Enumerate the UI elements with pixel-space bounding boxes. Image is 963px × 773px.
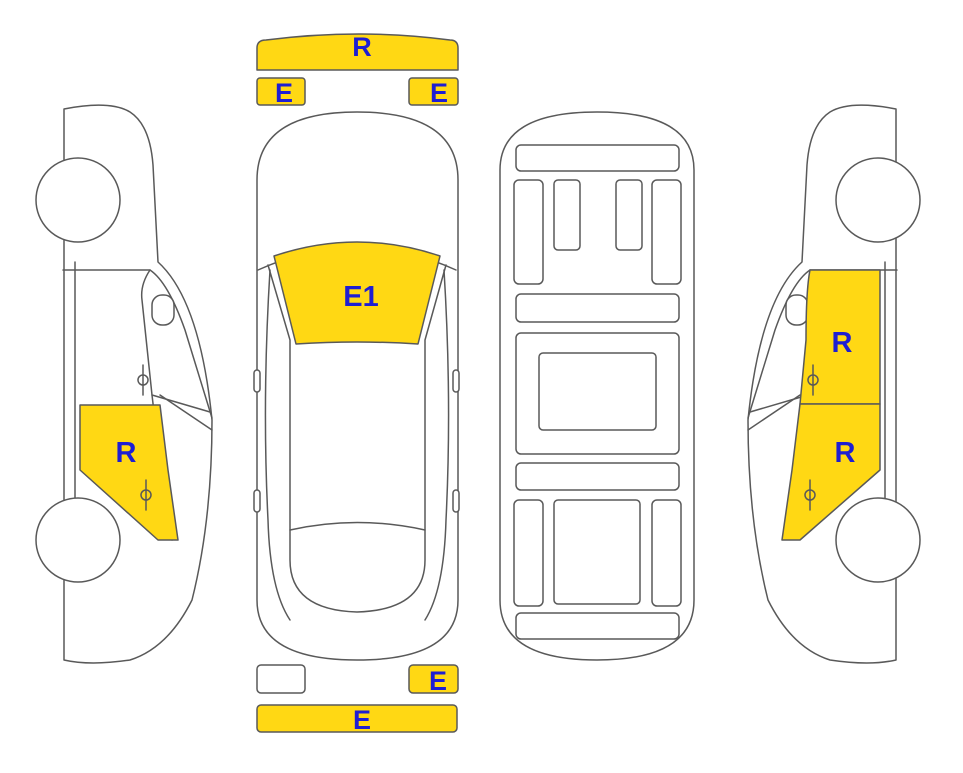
left-side-cabin-line <box>62 269 213 419</box>
floor-right-rear-strip <box>651 499 682 607</box>
right-rear-door-panel <box>781 403 881 541</box>
right-side-pillar <box>747 394 801 431</box>
left-rear-wheel <box>35 497 121 583</box>
floor-rear-panel <box>515 612 680 640</box>
left-side-mirror <box>151 294 175 326</box>
top-view: R E E E1 E E <box>253 32 460 735</box>
floor-rear-seat <box>553 499 641 605</box>
floor-front-panel <box>515 144 680 172</box>
left-side-pillar <box>159 394 213 431</box>
floor-mid-bar <box>515 293 680 323</box>
floor-right-front-strip <box>651 179 682 285</box>
rear-bumper-label: E <box>353 705 371 735</box>
floor-view-outline <box>499 111 695 661</box>
floor-rear-bar <box>515 462 680 491</box>
rear-right-taillight-label: E <box>429 666 447 696</box>
rear-bumper <box>256 704 458 733</box>
left-rear-door-label: R <box>116 437 137 469</box>
rear-left-taillight <box>256 664 306 694</box>
front-right-headlight <box>408 77 459 106</box>
left-side-view: R <box>35 104 213 664</box>
floor-view <box>499 111 695 661</box>
right-side-view: R R <box>747 104 921 664</box>
windshield-label: E1 <box>343 281 378 313</box>
front-left-headlight-label: E <box>275 78 293 108</box>
right-side-handle-rear <box>804 479 816 511</box>
left-side-window-line <box>140 269 211 413</box>
floor-left-seat <box>553 179 581 251</box>
floor-center-frame <box>515 332 680 455</box>
top-view-roof-rear <box>289 521 426 531</box>
front-right-headlight-label: E <box>430 78 448 108</box>
right-side-handle-front <box>807 364 819 396</box>
right-front-wheel <box>835 157 921 243</box>
top-view-right-rear-mirror <box>452 489 460 513</box>
left-side-handle-rear <box>140 479 152 511</box>
front-bumper <box>256 33 459 71</box>
top-view-cabin-outline <box>267 264 447 613</box>
front-bumper-label: R <box>352 32 372 62</box>
floor-right-seat <box>615 179 643 251</box>
rear-right-taillight <box>408 664 459 694</box>
floor-left-rear-strip <box>513 499 544 607</box>
top-view-left-pillar <box>264 269 291 621</box>
left-front-wheel <box>35 157 121 243</box>
left-rear-door-panel <box>79 404 179 541</box>
top-view-right-mirror <box>452 369 460 393</box>
right-front-door-label: R <box>832 327 853 359</box>
right-rear-door-label: R <box>835 437 856 469</box>
windshield <box>273 241 441 345</box>
top-view-left-rear-mirror <box>253 489 261 513</box>
floor-center-panel <box>538 352 657 431</box>
top-view-left-mirror <box>253 369 261 393</box>
left-side-handle-front <box>137 364 149 396</box>
floor-left-front-strip <box>513 179 544 285</box>
right-rear-wheel <box>835 497 921 583</box>
front-left-headlight <box>256 77 306 106</box>
top-view-body-outline <box>256 111 459 661</box>
right-side-mirror <box>785 294 809 326</box>
top-view-right-pillar <box>424 269 450 621</box>
